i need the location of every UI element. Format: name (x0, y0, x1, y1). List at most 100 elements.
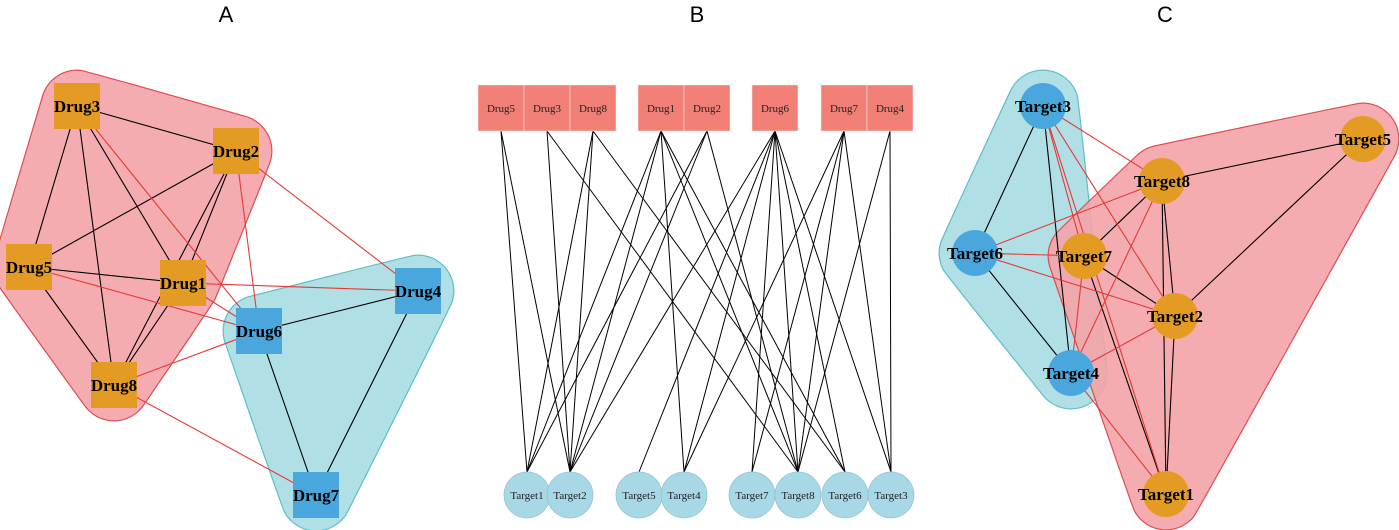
b-edge-drug6-target3 (774, 130, 892, 473)
node-target7[interactable] (1061, 233, 1107, 279)
node-target5[interactable] (1340, 116, 1386, 162)
node-label-drug4: Drug4 (395, 282, 442, 301)
b-edge-drug6-target5 (638, 130, 776, 473)
a-between-edge-drug5-drug6 (28, 266, 260, 332)
b-drug-node-drug7[interactable] (820, 84, 868, 132)
c-within-edge-target5-target8 (1161, 138, 1364, 182)
node-drug7[interactable] (293, 472, 339, 518)
a-between-edge-drug1-drug4 (182, 282, 419, 292)
node-target8[interactable] (1139, 158, 1185, 204)
b-edge-drug8-target6 (592, 130, 846, 473)
b-drug-label-drug3: Drug3 (533, 103, 562, 115)
c-between-edge-target3-target7 (1042, 105, 1085, 257)
a-within-edge-drug5-drug1 (28, 266, 184, 284)
node-label-drug2: Drug2 (213, 142, 259, 161)
panel-a-letter: A (219, 2, 234, 27)
b-drug-node-drug3[interactable] (523, 84, 571, 132)
node-label-drug5: Drug5 (6, 258, 52, 277)
b-edge-drug5-target2 (500, 130, 571, 473)
node-label-target5: Target5 (1335, 130, 1391, 149)
a-group-hull-0 (0, 69, 273, 422)
node-drug8[interactable] (91, 362, 137, 408)
b-drug-node-drug8[interactable] (569, 84, 617, 132)
node-label-target1: Target1 (1138, 485, 1194, 504)
node-target4[interactable] (1048, 350, 1094, 396)
panel-b-letter: B (690, 2, 705, 27)
node-drug3[interactable] (54, 83, 100, 129)
node-label-target2: Target2 (1147, 307, 1203, 326)
a-within-edge-drug4-drug7 (315, 290, 419, 496)
b-drug-label-drug5: Drug5 (487, 103, 516, 115)
node-drug5[interactable] (6, 244, 52, 290)
b-target-node-target8[interactable] (774, 471, 822, 519)
b-edge-drug8-target1 (526, 130, 594, 473)
node-label-target4: Target4 (1043, 364, 1100, 383)
c-between-edge-target4-target1 (1070, 372, 1167, 495)
b-target-label-target6: Target6 (828, 490, 862, 502)
b-edge-drug1-target1 (526, 130, 662, 473)
node-label-drug1: Drug1 (160, 274, 206, 293)
b-edge-drug7-target3 (843, 130, 892, 473)
b-target-node-target4[interactable] (660, 471, 708, 519)
b-drug-node-drug5[interactable] (477, 84, 525, 132)
a-between-edge-drug8-drug7 (113, 384, 317, 496)
panel-c-letter: C (1157, 2, 1173, 27)
b-drug-label-drug6: Drug6 (761, 103, 790, 115)
a-within-edge-drug3-drug1 (76, 105, 184, 284)
b-drug-label-drug2: Drug2 (693, 103, 721, 115)
b-edge-drug6-target2 (569, 130, 776, 473)
a-within-edge-drug2-drug5 (28, 150, 237, 268)
panel-c-target-network: Target3Target6Target4Target5Target8Targe… (938, 69, 1399, 530)
a-between-edge-drug3-drug6 (76, 105, 260, 332)
node-label-drug8: Drug8 (91, 376, 137, 395)
node-label-target7: Target7 (1056, 247, 1113, 266)
node-label-drug3: Drug3 (54, 97, 100, 116)
c-within-edge-target8-target1 (1161, 180, 1167, 495)
a-between-edge-drug2-drug6 (235, 150, 260, 332)
node-drug2[interactable] (213, 128, 259, 174)
node-target3[interactable] (1020, 83, 1066, 129)
a-within-edge-drug6-drug4 (258, 290, 419, 332)
b-edge-drug4-target8 (797, 130, 891, 473)
b-edge-drug6-target6 (774, 130, 846, 473)
c-between-edge-target3-target1 (1042, 105, 1167, 495)
b-edge-drug2-target2 (569, 130, 708, 473)
node-label-drug6: Drug6 (236, 322, 282, 341)
c-between-edge-target6-target2 (974, 252, 1176, 317)
b-edge-drug7-target8 (797, 130, 845, 473)
b-target-node-target3[interactable] (867, 471, 915, 519)
b-drug-node-drug6[interactable] (751, 84, 799, 132)
b-drug-node-drug1[interactable] (637, 84, 685, 132)
a-within-edge-drug3-drug8 (76, 105, 115, 386)
node-label-target3: Target3 (1015, 97, 1071, 116)
c-within-edge-target3-target6 (974, 105, 1044, 254)
node-drug4[interactable] (395, 268, 441, 314)
b-drug-node-drug2[interactable] (683, 84, 731, 132)
c-between-edge-target3-target8 (1042, 105, 1163, 182)
a-between-edge-drug2-drug4 (235, 150, 419, 292)
b-target-label-target2: Target2 (553, 490, 586, 502)
b-target-node-target2[interactable] (546, 471, 594, 519)
c-within-edge-target7-target1 (1083, 255, 1167, 495)
node-drug1[interactable] (160, 260, 206, 306)
a-within-edge-drug3-drug5 (28, 105, 78, 268)
b-target-label-target1: Target1 (510, 490, 543, 502)
b-edge-drug4-target3 (889, 130, 892, 473)
b-drug-label-drug7: Drug7 (830, 103, 859, 115)
b-edge-drug3-target2 (546, 130, 571, 473)
b-drug-node-drug4[interactable] (866, 84, 914, 132)
b-edge-drug8-target2 (569, 130, 594, 473)
node-target1[interactable] (1143, 471, 1189, 517)
a-between-edge-drug8-drug6 (113, 330, 260, 386)
node-drug6[interactable] (236, 308, 282, 354)
b-edge-drug5-target1 (500, 130, 528, 473)
node-label-target6: Target6 (947, 244, 1003, 263)
node-target6[interactable] (952, 230, 998, 276)
b-edge-drug6-target4 (683, 130, 776, 473)
node-target2[interactable] (1152, 293, 1198, 339)
b-edge-drug6-target8 (774, 130, 799, 473)
b-target-label-target4: Target4 (667, 490, 701, 502)
c-between-edge-target6-target8 (974, 180, 1163, 254)
c-within-edge-target2-target1 (1165, 315, 1176, 495)
